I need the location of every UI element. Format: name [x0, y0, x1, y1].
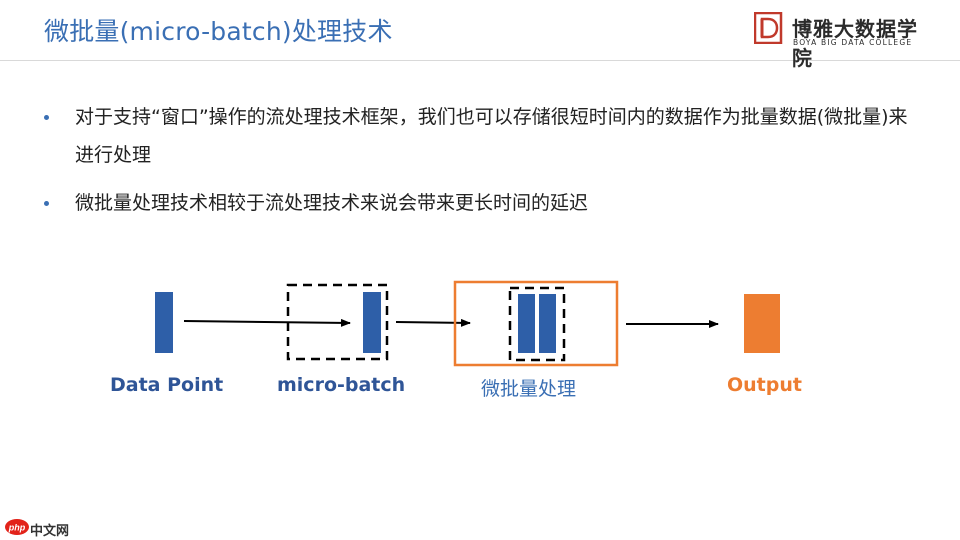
- php-badge-icon: php: [5, 519, 29, 535]
- bullet-text: 微批量处理技术相较于流处理技术来说会带来更长时间的延迟: [75, 192, 589, 214]
- processing-batch-box: [508, 286, 566, 362]
- bullet-text: 对于支持“窗口”操作的流处理技术框架，我们也可以存储很短时间内的数据作为批量数据…: [75, 106, 908, 166]
- svg-text:php: php: [8, 523, 26, 533]
- logo-mark-icon: [754, 12, 783, 44]
- processing-label: 微批量处理: [481, 378, 577, 400]
- output-label: Output: [727, 374, 802, 396]
- bullet-item: 微批量处理技术相较于流处理技术来说会带来更长时间的延迟: [44, 184, 924, 222]
- page-title: 微批量(micro-batch)处理技术: [44, 17, 393, 46]
- output-block: [744, 294, 780, 353]
- processing-box: [453, 280, 619, 367]
- bullet-dot-icon: [44, 201, 49, 206]
- title-divider: [0, 60, 960, 61]
- data-point-label: Data Point: [110, 374, 224, 396]
- bullet-list: 对于支持“窗口”操作的流处理技术框架，我们也可以存储很短时间内的数据作为批量数据…: [44, 98, 924, 232]
- bullet-item: 对于支持“窗口”操作的流处理技术框架，我们也可以存储很短时间内的数据作为批量数据…: [44, 98, 924, 174]
- flow-arrow: [395, 318, 471, 327]
- micro-batch-bar: [363, 292, 381, 353]
- flow-arrow: [183, 318, 351, 327]
- college-logo: 博雅大数据学院 BOYA BIG DATA COLLEGE: [754, 12, 934, 70]
- logo-subtitle: BOYA BIG DATA COLLEGE: [793, 38, 913, 47]
- bullet-dot-icon: [44, 115, 49, 120]
- micro-batch-label: micro-batch: [277, 374, 406, 396]
- micro-batch-box: [286, 283, 389, 361]
- site-watermark: php 中文网: [4, 518, 84, 539]
- watermark-text: 中文网: [30, 524, 70, 539]
- processing-bar: [539, 294, 556, 353]
- processing-bar: [518, 294, 535, 353]
- data-point-bar: [155, 292, 173, 353]
- logo-name: 博雅大数据学院: [792, 17, 918, 70]
